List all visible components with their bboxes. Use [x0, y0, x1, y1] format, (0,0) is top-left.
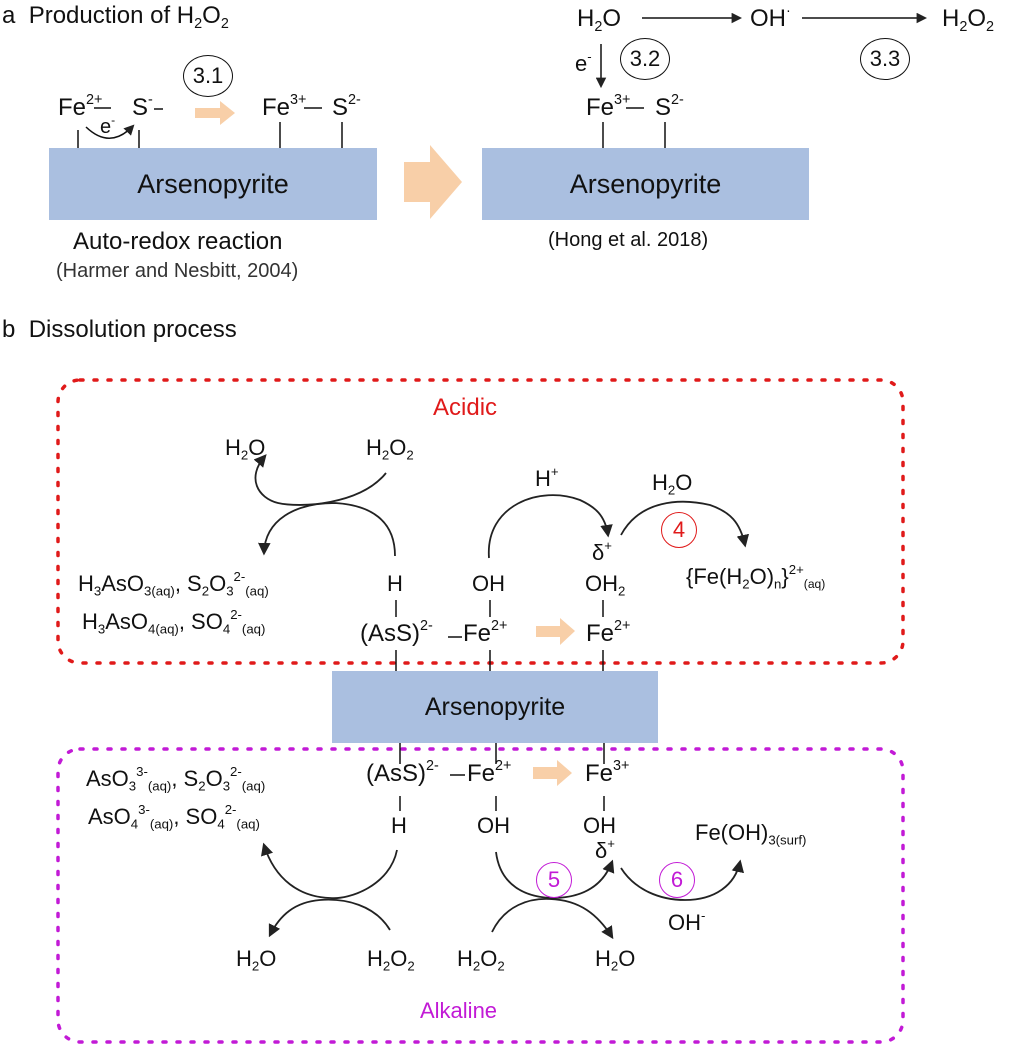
acidic-fe2: Fe2+ — [463, 618, 508, 647]
alkaline-label: Alkaline — [420, 998, 498, 1023]
alkaline-transition-arrow — [533, 760, 572, 786]
acidic-arrow-h2o2-to-h2o — [253, 454, 387, 506]
mineral-box-center: Arsenopyrite — [332, 671, 658, 743]
caption-auto-redox: Auto-redox reaction — [73, 228, 283, 255]
step-3-3-badge: 3.3 — [860, 38, 910, 80]
step-4-badge: 4 — [661, 512, 697, 548]
s-minus-label: S- — [132, 92, 153, 121]
h2o2-product: H2O2 — [942, 5, 995, 36]
acidic-delta-plus: δ+ — [592, 538, 612, 565]
step-6-badge: 6 — [659, 862, 695, 898]
alkaline-oh: OH — [477, 813, 510, 838]
transition-arrow-small — [195, 101, 235, 125]
alkaline-products-line1: AsO33-(aq), S2O32-(aq) — [86, 764, 266, 794]
electron-transfer-arrow — [85, 124, 135, 139]
mineral-box-left: Arsenopyrite — [49, 148, 377, 220]
alkaline-products-line2: AsO43-(aq), SO42-(aq) — [88, 802, 260, 832]
alkaline-arrow-h2o2-to-h2o-right — [491, 898, 614, 940]
acidic-fe-aqua-product: {Fe(H2O)n}2+(aq) — [686, 562, 826, 592]
acidic-h2o-step4: H2O — [652, 470, 693, 498]
caption-ref-hong: (Hong et al. 2018) — [548, 229, 709, 251]
acidic-region-border — [56, 378, 905, 665]
caption-ref-harmer: (Harmer and Nesbitt, 2004) — [56, 260, 299, 282]
alkaline-ass: (AsS)2- — [366, 758, 439, 787]
alkaline-h2o2-mid: H2O2 — [457, 946, 505, 974]
alkaline-delta-plus: δ+ — [595, 836, 615, 863]
mineral-box-right: Arsenopyrite — [482, 148, 809, 220]
s2-label-2: S2- — [655, 92, 684, 121]
panel-a-bonds — [77, 122, 666, 148]
acidic-arrow-h-to-products — [258, 502, 396, 557]
panel-b-bonds — [395, 600, 605, 811]
alkaline-arrow-h-to-products — [261, 842, 398, 899]
acidic-transition-arrow — [536, 618, 575, 645]
alkaline-fe-oh3: Fe(OH)3(surf) — [695, 820, 807, 848]
s2-label: S2- — [332, 92, 361, 121]
alkaline-oh-fe3: OH — [583, 813, 616, 838]
alkaline-fe2: Fe2+ — [467, 758, 512, 787]
acidic-arrow-proton-transfer — [488, 494, 613, 559]
acidic-h2o2: H2O2 — [366, 435, 414, 463]
fe2-label: Fe2+ — [58, 92, 103, 121]
step-3-2-badge: 3.2 — [620, 38, 670, 80]
acidic-label: Acidic — [433, 394, 498, 421]
alkaline-oh-minus: OH- — [668, 908, 706, 935]
alkaline-h-atom: H — [391, 813, 407, 838]
acidic-h-atom: H — [387, 571, 403, 596]
panel-letter: a — [2, 2, 16, 29]
acidic-h-plus: H+ — [535, 464, 559, 491]
acidic-fe2-product: Fe2+ — [586, 618, 631, 647]
fe3-label: Fe3+ — [262, 92, 307, 121]
alkaline-h2o2-left: H2O2 — [367, 946, 415, 974]
electron-label: e- — [100, 113, 116, 138]
alkaline-arrow-step5-to-delta — [495, 851, 615, 899]
electron-label-3-2: e- — [575, 49, 592, 76]
alkaline-h2o-right: H2O — [595, 946, 636, 974]
oh-radical: OH· — [750, 3, 791, 32]
fe3-label-2: Fe3+ — [586, 92, 631, 121]
acidic-ass: (AsS)2- — [360, 618, 433, 647]
alkaline-arrow-step6 — [620, 859, 745, 901]
acidic-oh2: OH2 — [585, 571, 626, 599]
panel-b-heading: b Dissolution process — [2, 316, 237, 343]
step-5-badge: 5 — [536, 862, 572, 898]
acidic-oh: OH — [472, 571, 505, 596]
transition-arrow-large — [404, 145, 462, 219]
panel-a-heading: a Production of H2O2 — [2, 2, 229, 33]
acidic-products-line1: H3AsO3(aq), S2O32-(aq) — [78, 569, 269, 599]
acidic-h2o: H2O — [225, 435, 266, 463]
acidic-products-line2: H3AsO4(aq), SO42-(aq) — [82, 607, 266, 637]
alkaline-h2o-left: H2O — [236, 946, 277, 974]
alkaline-arrow-h2o2-to-h2o — [268, 898, 391, 938]
step-3-1-badge: 3.1 — [183, 55, 233, 97]
alkaline-fe3: Fe3+ — [585, 758, 630, 787]
h2o-reactant: H2O — [577, 5, 622, 36]
acidic-arrow-step4 — [620, 500, 750, 548]
